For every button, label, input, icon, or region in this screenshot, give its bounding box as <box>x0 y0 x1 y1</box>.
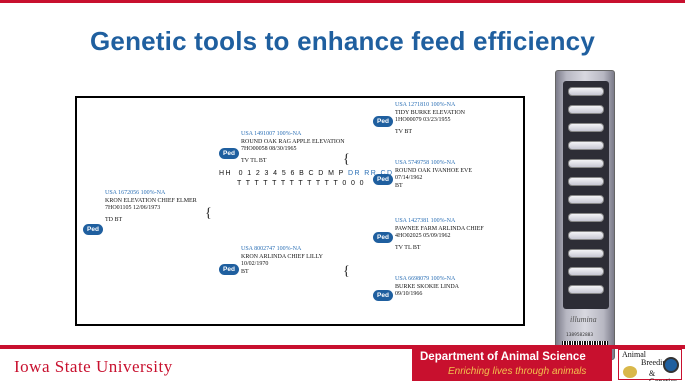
brace-subject: { <box>205 206 212 221</box>
brace-sire: { <box>343 152 350 167</box>
ss-reg: USA 1271810 100%-NA <box>395 102 456 108</box>
brace-dam: { <box>343 264 350 279</box>
haplotype-header: HH 0 1 2 3 4 5 6 B C D M P DR RR CD <box>219 170 393 177</box>
pedigree-subject: USA 1672056 100%-NA KRON ELEVATION CHIEF… <box>105 190 197 224</box>
chip-slot <box>568 123 604 132</box>
animal-icon <box>623 366 637 378</box>
pedigree-sire-sire: USA 1271810 100%-NA TIDY BURKE ELEVATION… <box>395 102 465 136</box>
pedigree-panel: Ped USA 1672056 100%-NA KRON ELEVATION C… <box>75 96 525 326</box>
ped-badge-sd[interactable]: Ped <box>373 174 393 185</box>
abg-logo-line1: Animal <box>622 350 646 359</box>
ss-id-date: 1HO00079 03/23/1955 <box>395 117 451 123</box>
chip-code: 1389582883 <box>566 333 594 338</box>
footer-divider <box>0 345 685 349</box>
dam-name: KRON ARLINDA CHIEF LILLY <box>241 253 323 260</box>
chip-slot <box>568 213 604 222</box>
haplotype-header-blue: DR RR CD <box>347 170 394 177</box>
pedigree-sire-dam: USA 5749758 100%-NA ROUND OAK IVANHOE EV… <box>395 160 472 190</box>
subject-name: KRON ELEVATION CHIEF ELMER <box>105 197 197 204</box>
slide-title: Genetic tools to enhance feed efficiency <box>89 26 596 56</box>
pedigree-dam-sire: USA 1427381 100%-NA PAWNEE FARM ARLINDA … <box>395 218 484 252</box>
ped-badge-dd[interactable]: Ped <box>373 290 393 301</box>
ped-badge-subject[interactable]: Ped <box>83 224 103 235</box>
sire-id-date: 7HO00058 08/30/1965 <box>241 146 297 152</box>
ds-reg: USA 1427381 100%-NA <box>395 218 456 224</box>
abg-logo-line2: Breeding <box>641 358 671 367</box>
department-banner <box>412 349 612 381</box>
chip-slot <box>568 249 604 258</box>
sd-codes: BT <box>395 182 403 189</box>
ped-badge-ds[interactable]: Ped <box>373 232 393 243</box>
dam-id-date: 10/02/1970 <box>241 261 269 267</box>
ss-codes: TV BT <box>395 128 413 135</box>
pedigree-dam: USA 8002747 100%-NA KRON ARLINDA CHIEF L… <box>241 246 323 276</box>
dd-name: BURKE SKOKIE LINDA <box>395 283 459 290</box>
chip-array <box>563 81 609 309</box>
snp-chip-image: illumina 1389582883 <box>555 70 615 360</box>
ss-name: TIDY BURKE ELEVATION <box>395 109 465 116</box>
dam-codes: BT <box>241 268 249 275</box>
ds-id-date: 4HO02025 05/09/1962 <box>395 233 451 239</box>
globe-icon <box>663 357 679 373</box>
chip-logo: illumina <box>570 315 597 324</box>
sd-id-date: 07/14/1962 <box>395 175 423 181</box>
chip-slot <box>568 231 604 240</box>
dd-id-date: 09/10/1966 <box>395 291 423 297</box>
pedigree-sire: USA 1491007 100%-NA ROUND OAK RAG APPLE … <box>241 131 345 165</box>
chip-slot <box>568 267 604 276</box>
top-border <box>0 0 685 3</box>
department-name: Department of Animal Science <box>420 351 586 363</box>
abg-logo-line3: & Genetics <box>649 369 677 381</box>
ds-codes: TV TL BT <box>395 244 421 251</box>
abg-logo: Animal Breeding & Genetics <box>618 349 682 381</box>
subject-reg: USA 1672056 100%-NA <box>105 190 166 196</box>
dd-reg: USA 6698079 100%-NA <box>395 276 456 282</box>
chip-slot <box>568 159 604 168</box>
subject-id-date: 7HO01105 12/06/1973 <box>105 205 161 211</box>
sd-name: ROUND OAK IVANHOE EVE <box>395 167 473 174</box>
department-tagline: Enriching lives through animals <box>448 366 587 377</box>
haplotype-values: T T T T T T T T T T T T 0 0 0 <box>237 180 365 187</box>
sire-reg: USA 1491007 100%-NA <box>241 131 302 137</box>
university-name: Iowa State University <box>14 357 173 376</box>
haplotype-header-codes: 0 1 2 3 4 5 6 B C D M P <box>238 170 345 177</box>
sd-reg: USA 5749758 100%-NA <box>395 160 456 166</box>
ds-name: PAWNEE FARM ARLINDA CHIEF <box>395 225 484 232</box>
sire-codes: TV TL BT <box>241 157 267 164</box>
chip-slot <box>568 141 604 150</box>
pedigree-dam-dam: USA 6698079 100%-NA BURKE SKOKIE LINDA 0… <box>395 276 459 299</box>
chip-slot <box>568 195 604 204</box>
ped-badge-dam[interactable]: Ped <box>219 264 239 275</box>
dam-reg: USA 8002747 100%-NA <box>241 246 302 252</box>
chip-slot <box>568 285 604 294</box>
ped-badge-ss[interactable]: Ped <box>373 116 393 127</box>
subject-codes: TD BT <box>105 216 123 223</box>
hh-label: HH <box>219 170 232 177</box>
chip-slot <box>568 177 604 186</box>
ped-badge-sire[interactable]: Ped <box>219 148 239 159</box>
chip-slot <box>568 105 604 114</box>
sire-name: ROUND OAK RAG APPLE ELEVATION <box>241 138 345 145</box>
chip-slot <box>568 87 604 96</box>
